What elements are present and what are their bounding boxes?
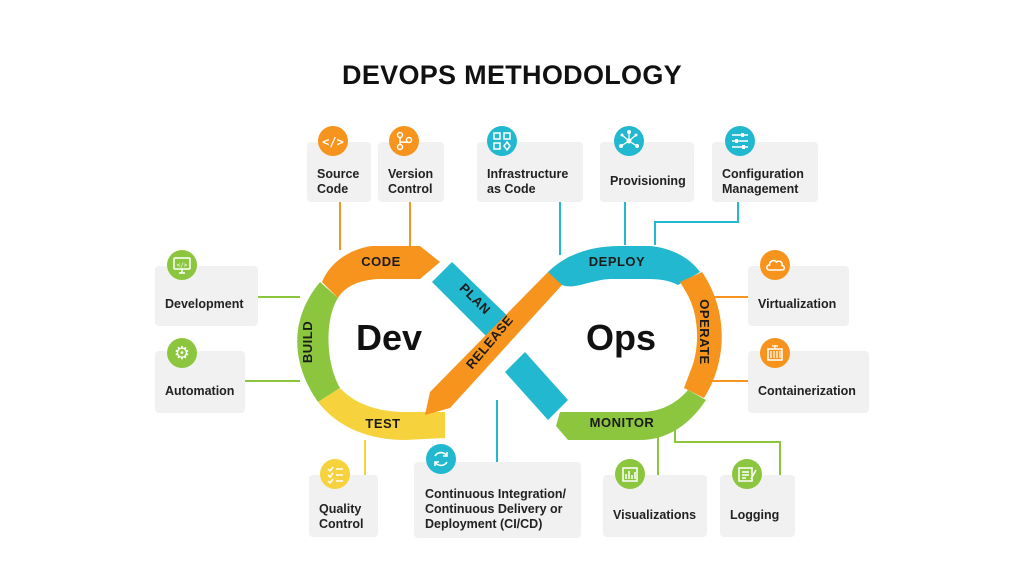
card-label-line2: Control [388, 182, 433, 196]
card-label-line1: Visualizations [613, 508, 697, 522]
card-label-line1: Provisioning [610, 174, 686, 188]
card-label-line1: Configuration [722, 167, 804, 181]
card-label-line1: Automation [165, 384, 235, 398]
center-dev: Dev [356, 317, 422, 358]
code-icon: </> [318, 126, 348, 156]
segment-release [425, 256, 570, 415]
card-label-line1: Quality [319, 502, 362, 516]
log-icon [732, 459, 762, 489]
segment-label-code: CODE [361, 254, 401, 269]
card-label-line2: Control [319, 517, 364, 531]
svg-text:</>: </> [322, 135, 344, 149]
card-cicd: Continuous Integration/ Continuous Deliv… [414, 462, 581, 538]
checklist-icon [320, 459, 350, 489]
card-provisioning: Provisioning [600, 142, 694, 202]
card-visualizations: Visualizations [603, 475, 707, 537]
segment-label-operate: OPERATE [697, 299, 712, 364]
segment-label-build: BUILD [300, 321, 315, 363]
cloud-icon [760, 250, 790, 280]
segment-plan-lower [505, 352, 568, 420]
connector-config [654, 202, 739, 245]
card-label-line2: Continuous Delivery or [425, 502, 563, 516]
card-label-line1: Logging [730, 508, 780, 522]
bar-chart-icon [615, 459, 645, 489]
refresh-icon [426, 444, 456, 474]
card-label-line2: Code [317, 182, 349, 196]
monitor-code-icon: </> [167, 250, 197, 280]
gear-icon: ⚙ [167, 338, 197, 368]
card-label-line3: Deployment (CI/CD) [425, 517, 543, 531]
card-label-line1: Containerization [758, 384, 856, 398]
card-label-line1: Development [165, 297, 244, 311]
svg-text:</>: </> [177, 262, 188, 269]
sliders-icon [725, 126, 755, 156]
card-label-line2: Management [722, 182, 799, 196]
card-label-line1: Continuous Integration/ [425, 487, 566, 501]
git-branch-icon [389, 126, 419, 156]
diagram-icon [487, 126, 517, 156]
segment-deploy [548, 246, 700, 287]
card-label-line1: Virtualization [758, 297, 837, 311]
segment-label-monitor: MONITOR [590, 415, 655, 430]
card-label-line1: Source [317, 167, 360, 181]
network-icon [614, 126, 644, 156]
page-title: DEVOPS METHODOLOGY [342, 60, 682, 90]
segment-label-test: TEST [365, 416, 400, 431]
card-label-line1: Version [388, 167, 434, 181]
center-ops: Ops [586, 317, 656, 358]
container-icon [760, 338, 790, 368]
svg-text:⚙: ⚙ [174, 343, 190, 364]
segment-code [322, 246, 440, 298]
segment-build [297, 282, 340, 402]
segment-operate [680, 272, 722, 398]
card-source-code: Source Code [307, 142, 371, 202]
segment-test [318, 388, 445, 440]
card-logging: Logging [720, 475, 795, 537]
card-label-line2: as Code [487, 182, 536, 196]
segment-label-deploy: DEPLOY [589, 254, 645, 269]
connector-logging [674, 425, 781, 478]
segment-monitor [556, 390, 706, 440]
card-label-line1: Infrastructure [487, 167, 569, 181]
